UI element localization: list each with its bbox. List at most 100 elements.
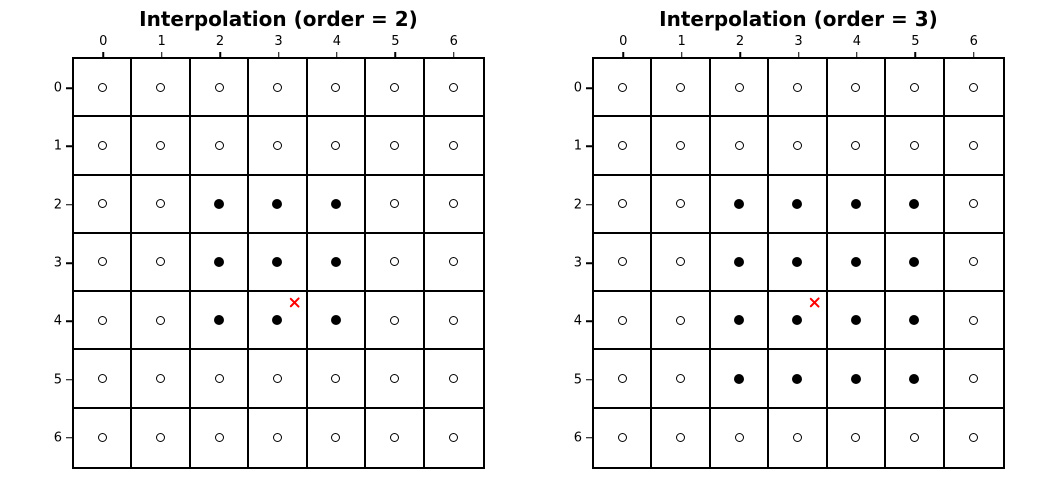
filled-point-marker [850, 256, 861, 267]
grid-cell [307, 292, 367, 351]
y-tick-label-2: 2 [53, 197, 62, 213]
y-tick-mark [586, 378, 592, 381]
filled-point-marker [909, 256, 920, 267]
grid-cell [424, 59, 483, 118]
grid-cell [132, 175, 191, 234]
x-tick-label-0: 0 [619, 34, 628, 49]
grid-cell [769, 59, 828, 118]
open-point-marker [331, 140, 341, 150]
grid-cell [132, 350, 191, 409]
open-point-marker [156, 433, 166, 443]
open-point-marker [734, 433, 744, 443]
open-point-marker [617, 433, 627, 443]
grid-cell [594, 175, 653, 234]
x-tick-label-2: 2 [735, 34, 745, 49]
open-point-marker [449, 374, 459, 384]
grid-cell [827, 233, 887, 293]
grid-cell [74, 292, 133, 351]
grid-cell [944, 176, 1003, 234]
open-point-marker [617, 82, 627, 92]
open-point-marker [969, 199, 979, 209]
y-tick-label-3: 3 [53, 255, 62, 271]
filled-point-marker [214, 315, 225, 326]
grid-cell [366, 233, 425, 293]
grid-cell [74, 117, 133, 176]
filled-point-marker [734, 315, 745, 326]
grid-cell [886, 175, 945, 234]
open-point-marker [156, 315, 166, 325]
x-tick-mark [973, 52, 975, 57]
grid-cell [594, 350, 653, 409]
open-point-marker [851, 433, 861, 443]
grid-cell [424, 176, 483, 234]
grid-cell [249, 408, 308, 467]
x-tick-label-2: 2 [215, 34, 225, 49]
grid-cell [886, 292, 945, 351]
grid-cell [944, 117, 1003, 176]
grid-cell [769, 408, 828, 467]
filled-point-marker [330, 198, 341, 209]
open-point-marker [792, 82, 802, 92]
grid-cell [249, 175, 308, 234]
chart-title-order-2: Interpolation (order = 2) [139, 7, 418, 31]
open-point-marker [909, 82, 919, 92]
open-point-marker [969, 315, 979, 325]
open-point-marker [617, 199, 627, 209]
open-point-marker [331, 82, 341, 92]
open-point-marker [97, 199, 107, 209]
grid-cell [190, 350, 250, 409]
x-tick-mark [914, 52, 917, 57]
open-point-marker [389, 315, 399, 325]
open-point-marker [272, 433, 282, 443]
grid-plot-order-3 [592, 57, 1005, 469]
grid-cell [424, 117, 483, 176]
grid-cell [710, 117, 770, 176]
open-point-marker [617, 140, 627, 150]
open-point-marker [97, 257, 107, 267]
grid-cell [190, 59, 250, 118]
grid-cell [594, 408, 653, 467]
grid-cell [307, 175, 367, 234]
filled-point-marker [792, 256, 803, 267]
grid-cell [308, 408, 367, 467]
open-point-marker [214, 433, 224, 443]
open-point-marker [214, 140, 224, 150]
y-tick-label-5: 5 [53, 372, 62, 388]
open-point-marker [156, 140, 166, 150]
grid-cell [886, 350, 945, 409]
grid-cell [769, 292, 828, 351]
grid-plot-order-2 [72, 57, 485, 469]
x-tick-mark [797, 52, 800, 57]
grid-cell [945, 409, 1003, 467]
grid-cell [710, 59, 770, 118]
x-tick-label-1: 1 [677, 34, 686, 49]
y-tick-label-0: 0 [573, 80, 582, 96]
filled-point-marker [330, 315, 341, 326]
y-tick-mark [66, 262, 72, 264]
grid-cell [424, 350, 483, 409]
open-point-marker [156, 257, 166, 267]
grid-cell [652, 117, 711, 176]
x-tick-label-3: 3 [274, 34, 283, 49]
grid-cell [132, 292, 191, 351]
x-tick-mark [102, 52, 104, 57]
grid-cell [366, 292, 425, 351]
open-point-marker [389, 199, 399, 209]
x-tick-mark [739, 52, 741, 57]
open-point-marker [969, 257, 979, 267]
open-point-marker [449, 199, 459, 209]
open-point-marker [272, 374, 282, 384]
open-point-marker [389, 433, 399, 443]
open-point-marker [272, 140, 282, 150]
filled-point-marker [734, 373, 745, 384]
x-tick-mark [622, 52, 624, 57]
grid-cell [249, 59, 308, 118]
grid-cell [710, 350, 770, 409]
open-point-marker [214, 82, 224, 92]
grid-cell [594, 117, 653, 176]
y-tick-label-2: 2 [573, 197, 582, 213]
grid-cell [769, 175, 828, 234]
open-point-marker [676, 433, 686, 443]
open-point-marker [734, 140, 744, 150]
